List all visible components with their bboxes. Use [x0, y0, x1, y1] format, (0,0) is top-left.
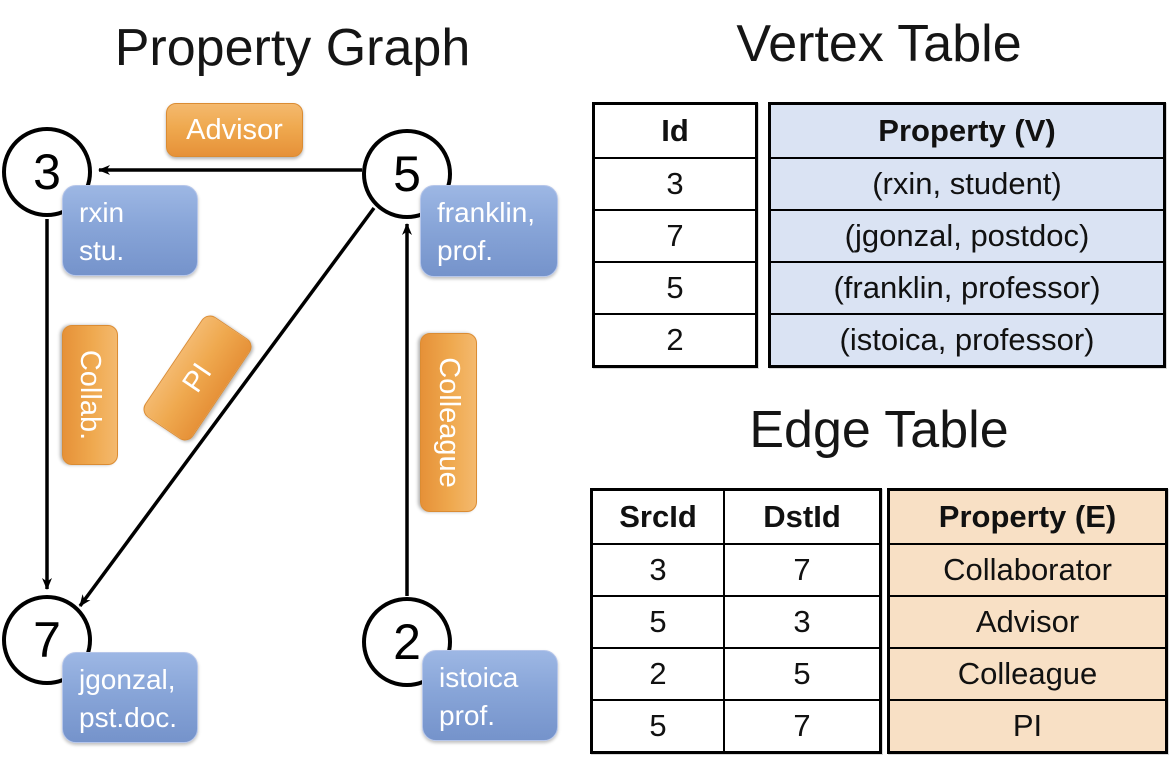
- vertex-property-cell: (istoica, professor): [771, 313, 1163, 365]
- vertex-table-property-column: Property (V) (rxin, student) (jgonzal, p…: [771, 105, 1163, 365]
- edge-table-srcid-header: SrcId: [619, 499, 697, 534]
- vertex-id-cell: 7: [595, 209, 755, 261]
- node-7-id: 7: [33, 612, 61, 668]
- node-3-prop-line2: stu.: [79, 235, 125, 266]
- edge-srcid-cell: 5: [593, 595, 723, 647]
- edge-table-property-box: Property (E) Collaborator Advisor Collea…: [887, 488, 1168, 754]
- vertex-table-title: Vertex Table: [736, 15, 1022, 73]
- edge-property-cell: Advisor: [890, 595, 1165, 647]
- node-2-id: 2: [393, 614, 421, 670]
- edge-arrow-5-to-7: [78, 206, 376, 608]
- node-2-prop-line2: prof.: [439, 700, 496, 731]
- edge-table-dstid-header: DstId: [763, 499, 841, 534]
- vertex-table-property-header: Property (V): [771, 105, 1163, 157]
- node-5-id: 5: [393, 146, 421, 202]
- edge-table-srcid-column: SrcId 3 5 2 5: [593, 491, 723, 751]
- vertex-id-cell: 5: [595, 261, 755, 313]
- edge-srcid-cell: 3: [593, 543, 723, 595]
- vertex-table-property-box: Property (V) (rxin, student) (jgonzal, p…: [768, 102, 1166, 368]
- vertex-table-id-box: Id 3 7 5 2: [592, 102, 758, 368]
- edge-srcid-cell: 5: [593, 699, 723, 751]
- node-3-prop-line1: rxin: [79, 197, 125, 228]
- graph-edges-layer: [42, 165, 412, 608]
- edge-dstid-cell: 3: [725, 595, 879, 647]
- node-3-id: 3: [33, 144, 61, 200]
- node-5-prop-line1: franklin,: [437, 197, 536, 228]
- edge-table-dstid-column: DstId 7 3 5 7: [723, 491, 879, 751]
- edge-dstid-cell: 7: [725, 543, 879, 595]
- edge-dstid-cell: 5: [725, 647, 879, 699]
- node-7-property-box: jgonzal, pst.doc.: [62, 652, 198, 743]
- graph-node-2: 2: [362, 597, 452, 687]
- edge-property-cell: Collaborator: [890, 543, 1165, 595]
- node-5-prop-line2: prof.: [437, 235, 494, 266]
- edge-property-cell: PI: [890, 699, 1165, 751]
- edge-table-title: Edge Table: [749, 401, 1009, 459]
- edge-dstid-cell: 7: [725, 699, 879, 751]
- vertex-table-id-header: Id: [661, 113, 689, 148]
- edge-table-property-header: Property (E): [890, 491, 1165, 543]
- node-7-prop-line2: pst.doc.: [79, 702, 178, 733]
- vertex-table-id-column: Id 3 7 5 2: [595, 105, 755, 365]
- vertex-property-cell: (franklin, professor): [771, 261, 1163, 313]
- graph-node-5: 5: [362, 129, 452, 219]
- node-7-prop-line1: jgonzal,: [79, 664, 176, 695]
- vertex-property-cell: (jgonzal, postdoc): [771, 209, 1163, 261]
- node-3-property-box: rxin stu.: [62, 185, 198, 276]
- vertex-id-cell: 2: [595, 313, 755, 365]
- edge-label-collab: Collab.: [62, 325, 118, 465]
- edge-table-property-column: Property (E) Collaborator Advisor Collea…: [890, 491, 1165, 751]
- edge-property-cell: Colleague: [890, 647, 1165, 699]
- node-2-property-box: istoica prof.: [422, 650, 558, 741]
- vertex-id-cell: 3: [595, 157, 755, 209]
- node-2-prop-line1: istoica: [439, 662, 519, 693]
- edge-srcid-cell: 2: [593, 647, 723, 699]
- node-5-property-box: franklin, prof.: [420, 185, 558, 277]
- edge-table-ids-box: SrcId 3 5 2 5 DstId 7 3 5 7: [590, 488, 882, 754]
- vertex-property-cell: (rxin, student): [771, 157, 1163, 209]
- edge-label-colleague: Colleague: [420, 333, 477, 512]
- property-graph-title: Property Graph: [114, 19, 471, 77]
- edge-label-advisor: Advisor: [166, 103, 303, 157]
